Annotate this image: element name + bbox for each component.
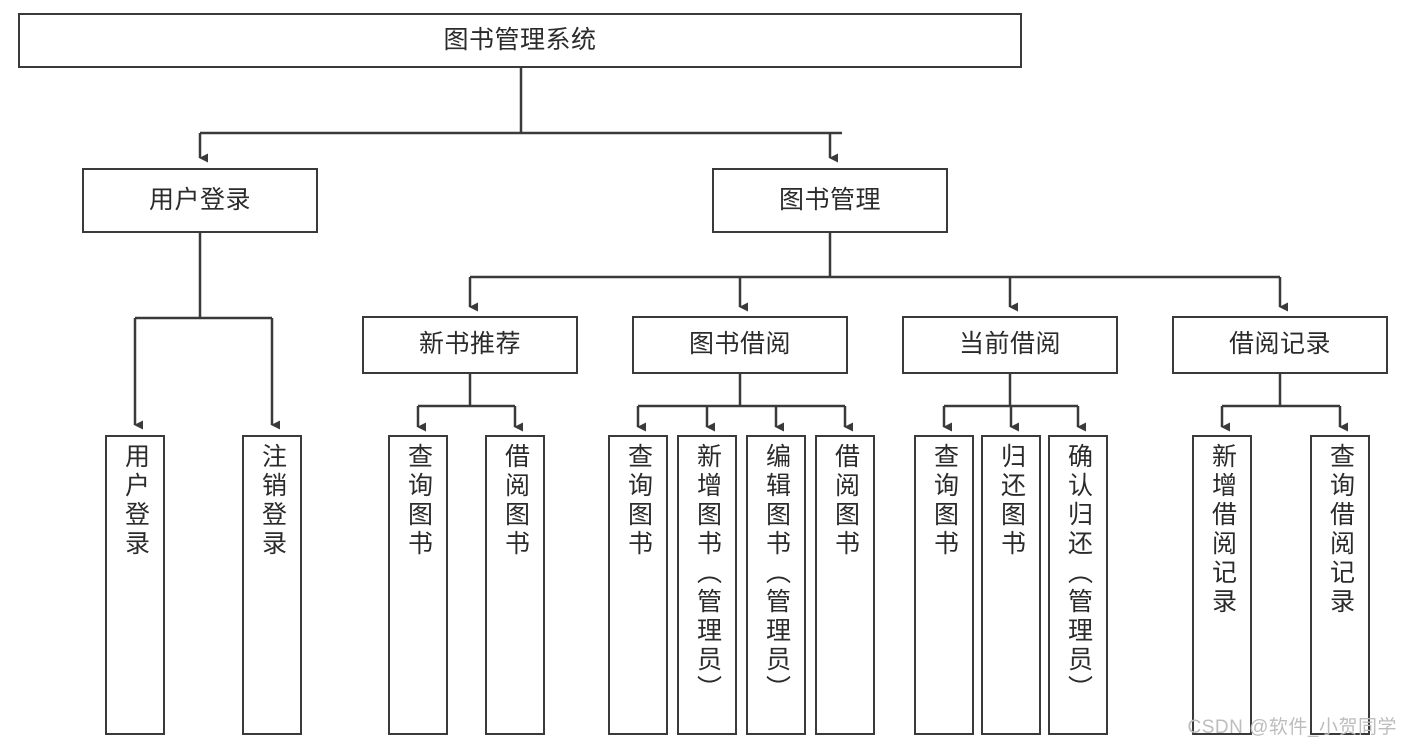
node-book-management[interactable]: 图书管理 bbox=[712, 168, 948, 233]
node-leaf-borrow-edit-book-admin[interactable]: 编辑图书（管理员） bbox=[746, 435, 806, 735]
node-label: 确认归还（管理员） bbox=[1064, 443, 1093, 704]
node-new-book-recommend[interactable]: 新书推荐 bbox=[362, 316, 578, 374]
node-label: 查询图书 bbox=[624, 443, 653, 559]
node-label: 查询图书 bbox=[404, 443, 433, 559]
node-leaf-borrow-borrow-book[interactable]: 借阅图书 bbox=[815, 435, 875, 735]
node-leaf-new-book-query[interactable]: 查询图书 bbox=[388, 435, 448, 735]
node-book-borrow[interactable]: 图书借阅 bbox=[632, 316, 848, 374]
node-leaf-new-book-borrow[interactable]: 借阅图书 bbox=[485, 435, 545, 735]
node-label: 借阅图书 bbox=[831, 443, 860, 559]
node-leaf-records-add-record[interactable]: 新增借阅记录 bbox=[1192, 435, 1252, 735]
node-leaf-current-query-book[interactable]: 查询图书 bbox=[914, 435, 974, 735]
node-label: 编辑图书（管理员） bbox=[762, 443, 791, 704]
node-label: 归还图书 bbox=[997, 443, 1026, 559]
node-label: 图书管理系统 bbox=[443, 25, 597, 54]
node-label: 当前借阅 bbox=[958, 330, 1061, 359]
node-leaf-current-return-book[interactable]: 归还图书 bbox=[981, 435, 1041, 735]
node-label: 借阅记录 bbox=[1228, 330, 1331, 359]
node-user-login[interactable]: 用户登录 bbox=[82, 168, 318, 233]
node-label: 新增借阅记录 bbox=[1208, 443, 1237, 617]
node-label: 借阅图书 bbox=[501, 443, 530, 559]
watermark: CSDN @软件_小贺同学 bbox=[1187, 717, 1397, 738]
node-label: 新书推荐 bbox=[418, 330, 521, 359]
node-root-book-management-system[interactable]: 图书管理系统 bbox=[18, 13, 1022, 68]
node-leaf-records-query-record[interactable]: 查询借阅记录 bbox=[1310, 435, 1370, 735]
node-leaf-borrow-add-book-admin[interactable]: 新增图书（管理员） bbox=[677, 435, 737, 735]
node-leaf-borrow-query-book[interactable]: 查询图书 bbox=[608, 435, 668, 735]
node-leaf-user-login-login[interactable]: 用户登录 bbox=[105, 435, 165, 735]
node-label: 新增图书（管理员） bbox=[693, 443, 722, 704]
node-borrow-records[interactable]: 借阅记录 bbox=[1172, 316, 1388, 374]
node-label: 图书借阅 bbox=[688, 330, 791, 359]
node-leaf-current-confirm-return-admin[interactable]: 确认归还（管理员） bbox=[1048, 435, 1108, 735]
node-label: 图书管理 bbox=[778, 185, 881, 214]
node-label: 用户登录 bbox=[148, 185, 251, 214]
node-label: 用户登录 bbox=[121, 443, 150, 559]
node-leaf-user-login-logout[interactable]: 注销登录 bbox=[242, 435, 302, 735]
node-label: 查询图书 bbox=[930, 443, 959, 559]
node-label: 注销登录 bbox=[258, 443, 287, 559]
node-label: 查询借阅记录 bbox=[1326, 443, 1355, 617]
node-current-borrow[interactable]: 当前借阅 bbox=[902, 316, 1118, 374]
